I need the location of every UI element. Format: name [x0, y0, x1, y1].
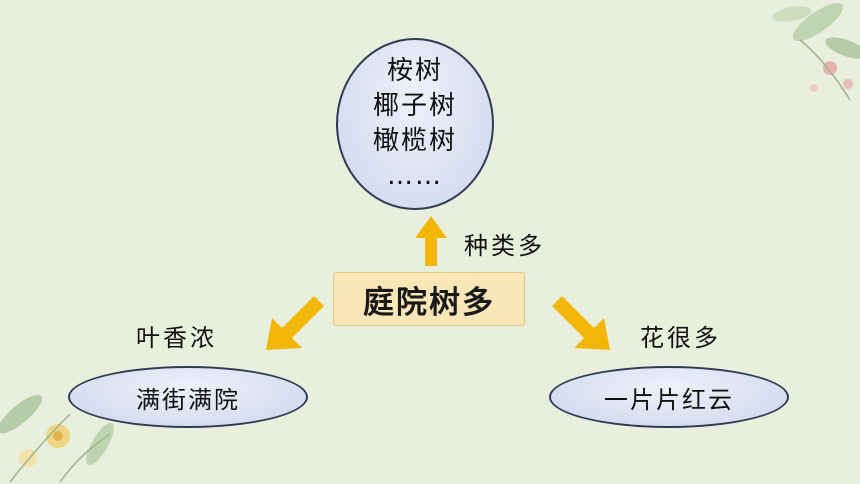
tree-type-1: 桉树	[386, 56, 443, 86]
label-strong-fragrance: 叶香浓	[136, 324, 217, 352]
floral-decoration-top-right	[772, 2, 860, 101]
center-topic-text: 庭院树多	[363, 284, 495, 321]
left-result-text: 满街满院	[136, 385, 240, 414]
right-result-node: 一片片红云	[549, 366, 789, 428]
arrow-down-left-icon	[266, 296, 324, 350]
label-many-flowers: 花很多	[640, 324, 721, 352]
tree-type-ellipsis: ……	[387, 161, 443, 191]
center-topic-box: 庭院树多	[333, 272, 525, 326]
tree-type-2: 椰子树	[372, 91, 457, 121]
tree-type-3: 橄榄树	[372, 126, 457, 156]
arrow-up-icon	[415, 216, 447, 266]
arrow-down-right-icon	[552, 296, 610, 350]
label-many-types: 种类多	[464, 232, 545, 260]
right-result-text: 一片片红云	[604, 385, 734, 414]
tree-types-node: 桉树 椰子树 橄榄树 ……	[336, 38, 494, 210]
left-result-node: 满街满院	[68, 366, 308, 428]
